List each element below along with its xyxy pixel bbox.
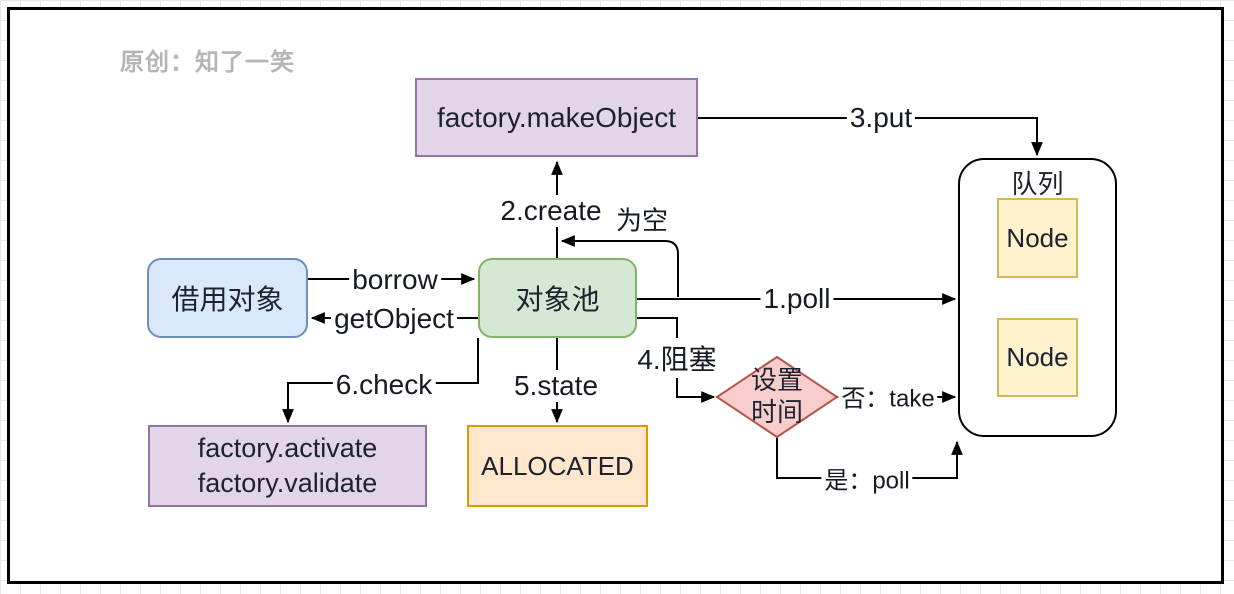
object-pool-label: 对象池 <box>515 284 600 315</box>
empty-edge-label: 为空 <box>612 200 672 238</box>
factory-activate-label: factory.activate <box>197 432 378 463</box>
queue-title: 队列 <box>1011 169 1064 199</box>
edge-put <box>697 117 1043 157</box>
poll-edge-label: 1.poll <box>760 283 834 315</box>
timer-diamond-label: 设置 时间 <box>717 365 837 428</box>
borrow-edge-label: borrow <box>349 264 441 296</box>
borrowed-object-node: 借用对象 <box>147 258 308 338</box>
put-edge-label: 3.put <box>846 102 916 134</box>
queue-node-top: Node <box>997 198 1078 278</box>
allocated-label: ALLOCATED <box>481 450 634 481</box>
getobject-edge-label: getObject <box>331 303 457 335</box>
check-edge-label: 6.check <box>332 369 436 401</box>
factory-make-object-node: factory.makeObject <box>415 78 698 157</box>
queue-node-bottom: Node <box>997 318 1078 397</box>
timer-diamond <box>715 355 839 439</box>
timer-line1: 设置 <box>750 365 803 395</box>
factory-check-node: factory.activate factory.validate <box>148 425 427 507</box>
factory-validate-label: factory.validate <box>197 468 378 498</box>
edge-empty <box>560 235 679 297</box>
state-edge-label: 5.state <box>510 370 602 402</box>
yes-poll-edge-label: 是：poll <box>821 460 913 496</box>
create-edge-label: 2.create <box>497 195 605 227</box>
block-edge-label: 4.阻塞 <box>634 338 720 378</box>
borrowed-object-label: 借用对象 <box>171 284 284 315</box>
queue-node-bottom-label: Node <box>1006 342 1069 372</box>
no-take-edge-label: 否：take <box>838 378 938 414</box>
queue-node-top-label: Node <box>1006 222 1069 253</box>
allocated-state-node: ALLOCATED <box>467 425 648 507</box>
object-pool-node: 对象池 <box>478 258 637 338</box>
watermark-text: 原创：知了一笑 <box>120 49 295 76</box>
timer-line2: 时间 <box>750 396 803 427</box>
factory-make-object-label: factory.makeObject <box>436 101 677 133</box>
